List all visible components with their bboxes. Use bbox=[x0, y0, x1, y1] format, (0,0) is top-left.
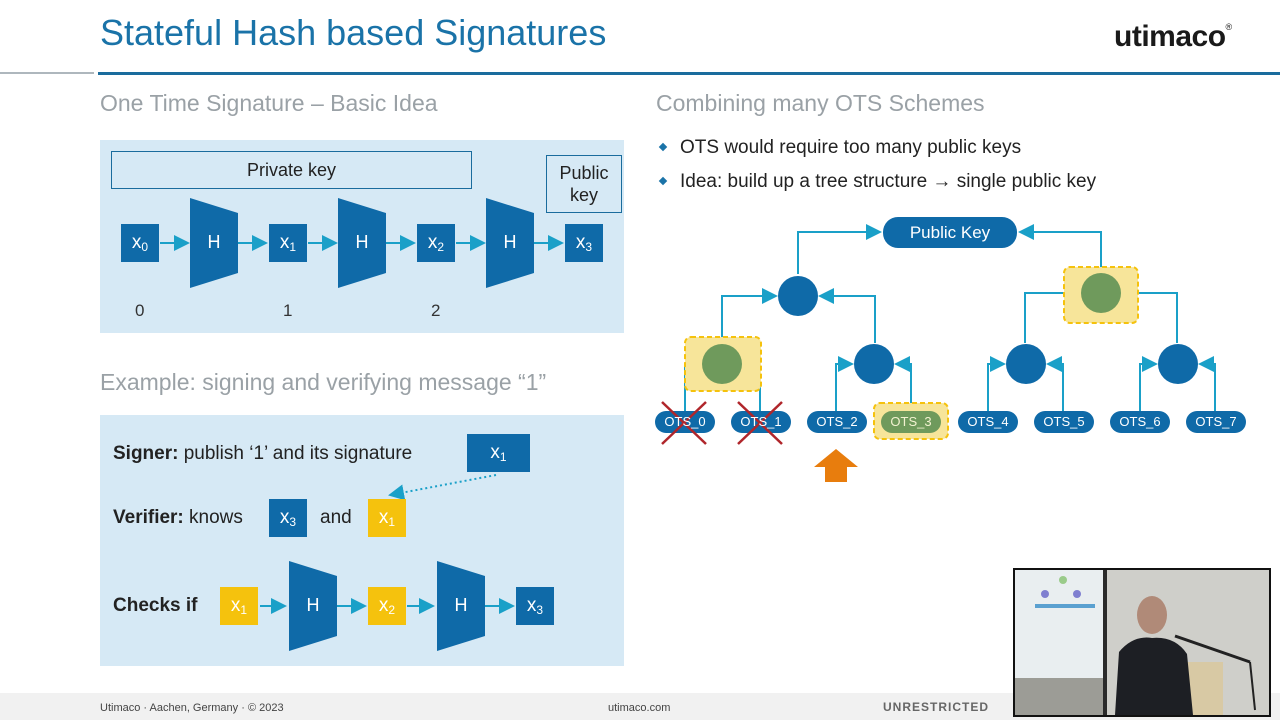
verifier-label: Verifier: bbox=[113, 507, 184, 528]
leaf-label-3: OTS_3 bbox=[890, 414, 932, 429]
hash-label-3: H bbox=[503, 232, 517, 252]
header-rule bbox=[98, 72, 1280, 75]
hash-function-2 bbox=[338, 198, 386, 288]
example-subtitle: Example: signing and verifying message “… bbox=[100, 369, 547, 395]
leaf-ots-6 bbox=[1110, 411, 1170, 433]
bullet-1: OTS would require too many public keys bbox=[658, 137, 1021, 159]
hash-function-3 bbox=[486, 198, 534, 288]
used-key-cross-icon bbox=[661, 401, 783, 445]
verifier-line: Verifier: knows bbox=[113, 507, 243, 529]
speaker-video-frame bbox=[1015, 570, 1269, 715]
signer-label: Signer: bbox=[113, 443, 179, 464]
tree-node-l2-left bbox=[778, 276, 818, 316]
check-hash-1 bbox=[289, 561, 337, 651]
verifier-text: knows bbox=[183, 507, 243, 528]
private-key-box: Private key bbox=[111, 151, 472, 189]
public-key-box: Public key bbox=[546, 155, 622, 213]
leaf-label-5: OTS_5 bbox=[1043, 414, 1085, 429]
bullet-diamond-icon bbox=[658, 176, 668, 186]
leaf-label-6: OTS_6 bbox=[1119, 414, 1161, 429]
leaf-ots-4 bbox=[958, 411, 1018, 433]
example-arrows bbox=[260, 474, 515, 651]
slide-title: Stateful Hash based Signatures bbox=[100, 12, 607, 53]
tree-node-l1-0 bbox=[702, 344, 742, 384]
check-hash-2 bbox=[437, 561, 485, 651]
check-hash-label-2: H bbox=[454, 595, 468, 615]
signer-text: publish ‘1’ and its signature bbox=[178, 443, 413, 464]
public-key-root-label: Public Key bbox=[909, 223, 991, 242]
tree-node-l1-1 bbox=[854, 344, 894, 384]
leaf-ots-3 bbox=[881, 411, 941, 433]
registered-mark: ® bbox=[1225, 22, 1233, 32]
current-key-arrow-icon bbox=[814, 449, 858, 482]
index-1: 1 bbox=[283, 301, 293, 320]
tree-node-l1-2 bbox=[1006, 344, 1046, 384]
index-2: 2 bbox=[431, 301, 441, 320]
leaf-label-2: OTS_2 bbox=[816, 414, 858, 429]
public-key-root bbox=[883, 217, 1017, 248]
merkle-tree-diagram bbox=[655, 217, 1246, 482]
private-key-label: Private key bbox=[246, 159, 337, 180]
bullet-diamond-icon bbox=[658, 142, 668, 152]
footer-site: utimaco.com bbox=[608, 702, 671, 714]
hash-label-2: H bbox=[355, 232, 369, 252]
leaf-ots-7 bbox=[1186, 411, 1246, 433]
logo-text: utimaco bbox=[1114, 20, 1226, 53]
leaf-label-7: OTS_7 bbox=[1195, 414, 1237, 429]
ots-chain-diagram bbox=[160, 198, 564, 288]
header-rule-left bbox=[0, 72, 94, 74]
public-key-label-line2: key bbox=[569, 185, 598, 205]
leaf-label-4: OTS_4 bbox=[967, 414, 1009, 429]
ots-subtitle: One Time Signature – Basic Idea bbox=[100, 90, 438, 116]
leaf-label-0: OTS_0 bbox=[664, 414, 706, 429]
check-hash-label-1: H bbox=[306, 595, 320, 615]
utimaco-logo: utimaco® bbox=[1114, 20, 1232, 54]
footer-classification: UNRESTRICTED bbox=[883, 700, 990, 714]
speaker-video-overlay bbox=[1013, 568, 1271, 717]
footer-left: Utimaco · Aachen, Germany · © 2023 bbox=[100, 702, 284, 714]
public-key-label-line1: Public bbox=[559, 163, 609, 183]
leaf-ots-2 bbox=[807, 411, 867, 433]
index-0: 0 bbox=[135, 301, 145, 320]
combining-subtitle: Combining many OTS Schemes bbox=[656, 90, 985, 116]
hash-function-1 bbox=[190, 198, 238, 288]
hash-label-1: H bbox=[207, 232, 221, 252]
bullet-2: Idea: build up a tree structure → single… bbox=[658, 171, 1096, 193]
checks-label: Checks if bbox=[113, 595, 198, 616]
tree-node-l1-3 bbox=[1158, 344, 1198, 384]
leaf-label-1: OTS_1 bbox=[740, 414, 782, 429]
signer-line: Signer: publish ‘1’ and its signature bbox=[113, 443, 412, 465]
leaf-ots-5 bbox=[1034, 411, 1094, 433]
tree-node-l2-right bbox=[1081, 273, 1121, 313]
verifier-and: and bbox=[320, 507, 352, 528]
